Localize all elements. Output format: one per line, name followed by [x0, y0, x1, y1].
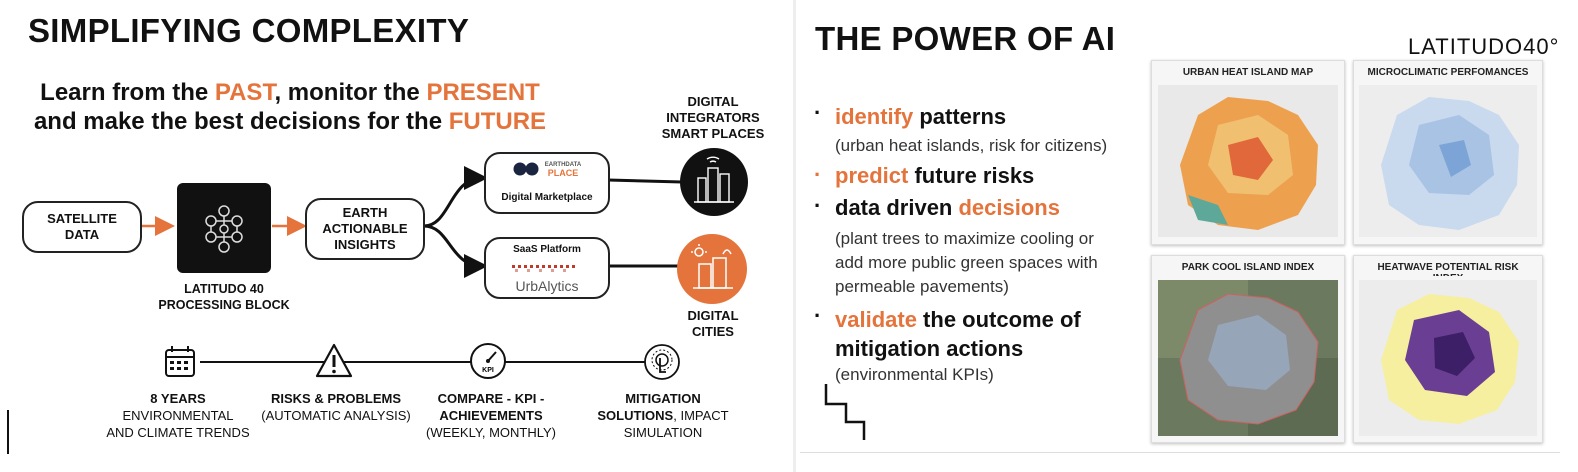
bullet-dot: ·	[814, 303, 822, 328]
warning-icon	[313, 340, 355, 382]
map-title: HEATWAVE POTENTIAL RISK INDEX	[1377, 262, 1519, 276]
latitudo40-logo: LATITUDO40°	[1408, 34, 1560, 59]
bullet-dot: ·	[814, 193, 822, 218]
step-mitigation-title-2: SOLUTIONS	[597, 408, 674, 423]
note-validate: (environmental KPIs)	[835, 365, 994, 384]
earthdata-place-logo: EARTHDATA PLACE	[513, 161, 581, 177]
step-compare: COMPARE - KPI - ACHIEVEMENTS (WEEKLY, MO…	[410, 390, 572, 441]
step-mitigation: MITIGATION SOLUTIONS, IMPACT SIMULATION	[586, 390, 740, 441]
map-panel-park-cool: PARK COOL ISLAND INDEX	[1151, 255, 1345, 443]
validate-word: validate	[835, 307, 917, 332]
processing-block	[177, 183, 271, 273]
processing-caption: LATITUDO 40 PROCESSING BLOCK	[158, 282, 290, 312]
logo-text-line2: PLACE	[547, 167, 579, 178]
step-mitigation-inline: , IMPACT	[673, 408, 729, 423]
step-risks-title: RISKS & PROBLEMS	[270, 391, 401, 406]
decisions-word: decisions	[958, 195, 1060, 220]
step-trends: 8 YEARS ENVIRONMENTAL AND CLIMATE TRENDS	[98, 390, 258, 441]
identify-rest: patterns	[913, 104, 1007, 129]
marketplace-label: Digital Marketplace	[501, 191, 593, 203]
flow-connectors	[140, 166, 683, 363]
heatwave-map-image	[1359, 280, 1537, 436]
heat-map-image	[1158, 85, 1338, 237]
left-title: SIMPLIFYING COMPLEXITY	[28, 12, 470, 49]
saas-platform-box: SaaS Platform UrbAlytics	[484, 237, 610, 299]
predict-word: predict	[835, 163, 909, 188]
logo-dots-icon	[513, 162, 539, 176]
step-compare-title: COMPARE - KPI - ACHIEVEMENTS	[437, 391, 545, 423]
step-compare-desc: (WEEKLY, MONTHLY)	[425, 425, 557, 440]
step-mitigation-title-1: MITIGATION	[625, 391, 701, 406]
decisions-pre: data driven	[835, 195, 959, 220]
logo-text-line1: EARTHDATA	[544, 161, 582, 168]
subtitle-text: and make the best decisions for the	[33, 108, 449, 135]
right-title: THE POWER OF AI	[815, 20, 1116, 57]
left-edge-bar	[7, 410, 9, 454]
map-panel-microclimatic: MICROCLIMATIC PERFOMANCES	[1353, 60, 1543, 245]
step-decoration-icon	[824, 384, 866, 440]
smart-city-dark-icon	[680, 148, 748, 216]
digital-marketplace-box: EARTHDATA PLACE Digital Marketplace	[484, 152, 610, 214]
digital-cities-icon	[677, 234, 747, 304]
touch-simulation-icon	[642, 342, 682, 382]
predict-rest: future risks	[908, 163, 1035, 188]
subtitle-future: FUTURE	[448, 108, 547, 135]
step-risks-desc: (AUTOMATIC ANALYSIS)	[261, 408, 411, 423]
map-panel-urban-heat: URBAN HEAT ISLAND MAP	[1151, 60, 1345, 245]
calendar-icon	[160, 342, 200, 382]
satellite-data-box: SATELLITE DATA	[22, 201, 142, 253]
step-trends-title: 8 YEARS	[150, 391, 206, 406]
digital-integrators-label: DIGITAL INTEGRATORS SMART PLACES	[661, 94, 765, 141]
bullet-decisions: data driven decisions	[835, 195, 1060, 221]
microclimatic-map-image	[1359, 85, 1537, 237]
bullet-predict: predict future risks	[835, 163, 1034, 189]
arrow-insights-to-marketplace	[423, 166, 488, 228]
subtitle-past: PAST	[214, 79, 275, 106]
slide-divider	[793, 0, 796, 472]
identify-word: identify	[835, 104, 914, 129]
subtitle-text: , monitor the	[274, 79, 427, 106]
validate-rest: the outcome of mitigation actions	[835, 307, 1081, 361]
digital-cities-label: DIGITAL CITIES	[687, 308, 739, 339]
bullet-dot: ·	[814, 162, 822, 187]
step-mitigation-desc: SIMULATION	[623, 425, 703, 440]
map-panel-heatwave: HEATWAVE POTENTIAL RISK INDEX	[1353, 255, 1543, 443]
bullet-dot: ·	[814, 100, 822, 125]
arrow-insights-to-saas	[423, 224, 488, 278]
park-cool-map-image	[1158, 280, 1338, 436]
urbalytics-dots-icon	[512, 265, 575, 272]
kpi-gauge-icon: KPI	[468, 341, 508, 381]
map-title: PARK COOL ISLAND INDEX	[1181, 262, 1315, 273]
note-decisions: (plant trees to maximize cooling or add …	[835, 229, 1098, 296]
map-title: MICROCLIMATIC PERFOMANCES	[1367, 67, 1529, 78]
right-bottom-divider	[800, 452, 1560, 453]
saas-label: SaaS Platform	[513, 244, 581, 255]
subtitle-text: Learn from the	[40, 79, 215, 106]
bullet-identify: identify patterns	[835, 104, 1006, 130]
bullet-validate: validate the outcome of mitigation actio…	[835, 305, 1081, 363]
map-title: URBAN HEAT ISLAND MAP	[1182, 67, 1314, 78]
neural-network-icon	[205, 205, 243, 253]
kpi-icon-label: KPI	[482, 367, 494, 374]
note-identify: (urban heat islands, risk for citizens)	[835, 136, 1108, 155]
step-trends-desc: ENVIRONMENTAL AND CLIMATE TRENDS	[106, 408, 250, 440]
line-marketplace-to-integrators	[607, 178, 683, 184]
step-risks: RISKS & PROBLEMS (AUTOMATIC ANALYSIS)	[250, 390, 422, 424]
left-subtitle: Learn from the PAST, monitor the PRESENT…	[20, 78, 560, 136]
subtitle-present: PRESENT	[426, 79, 540, 106]
urbalytics-label: UrbAlytics	[515, 278, 579, 294]
earth-insights-box: EARTH ACTIONABLE INSIGHTS	[305, 198, 425, 260]
